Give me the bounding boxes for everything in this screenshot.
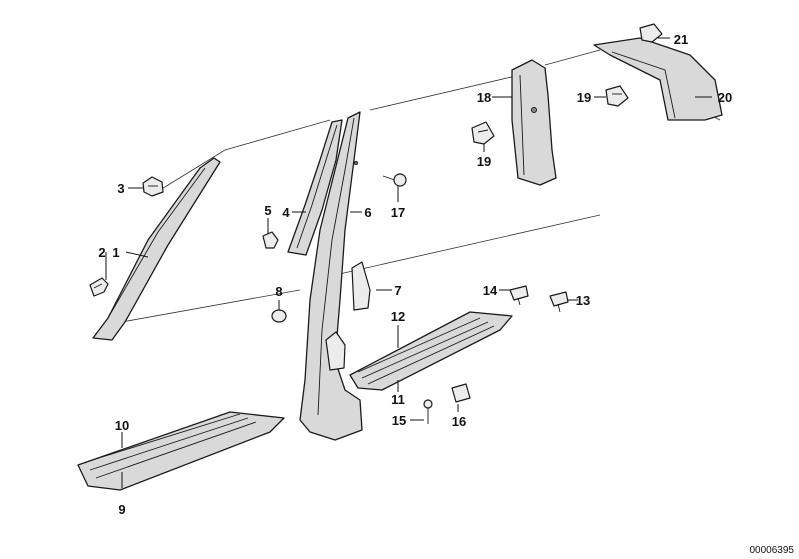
push-clip-part-14 — [509, 285, 529, 306]
callout-15: 15 — [392, 413, 406, 428]
callout-20: 20 — [718, 90, 732, 105]
screw-part-17 — [354, 161, 407, 187]
clip-part-8 — [271, 309, 287, 323]
document-id: 00006395 — [750, 545, 795, 556]
callout-3: 3 — [117, 181, 124, 196]
c-pillar-trim — [511, 59, 557, 186]
rear-sill-strip — [349, 311, 513, 391]
rear-pillar-trim — [593, 37, 723, 121]
callout-6: 6 — [364, 205, 371, 220]
clip-part-16 — [451, 383, 471, 403]
front-sill-strip — [77, 411, 285, 491]
callout-8: 8 — [275, 284, 282, 299]
callout-2: 2 — [98, 245, 105, 260]
callout-7: 7 — [394, 283, 401, 298]
clip-part-3 — [142, 176, 164, 197]
callout-labels: 1 2 3 4 5 6 7 8 9 10 11 12 13 14 15 16 1… — [98, 32, 732, 517]
clip-part-19-left — [471, 121, 495, 145]
callout-19-left: 19 — [477, 154, 491, 169]
callout-1: 1 — [112, 245, 119, 260]
callout-10: 10 — [115, 418, 129, 433]
callout-9: 9 — [118, 502, 125, 517]
callout-21: 21 — [674, 32, 688, 47]
a-pillar-trim — [92, 157, 221, 341]
callout-17: 17 — [391, 205, 405, 220]
callout-5: 5 — [264, 203, 271, 218]
callout-19-right: 19 — [577, 90, 591, 105]
leader-lines — [105, 37, 712, 488]
b-pillar-lower-trim — [299, 111, 363, 441]
callout-16: 16 — [452, 414, 466, 429]
callout-12: 12 — [391, 309, 405, 324]
push-clip-part-13 — [549, 291, 569, 313]
clip-part-5 — [262, 231, 279, 249]
callout-14: 14 — [483, 283, 498, 298]
screw-part-15 — [423, 399, 433, 424]
callout-13: 13 — [576, 293, 590, 308]
callout-4: 4 — [282, 205, 290, 220]
b-pillar-upper-trim — [287, 119, 343, 256]
clip-part-2 — [89, 277, 109, 297]
clip-part-21 — [639, 23, 663, 43]
bracket-part-7 — [351, 261, 371, 311]
callout-11: 11 — [391, 392, 405, 407]
callout-18: 18 — [477, 90, 491, 105]
clip-part-19-right — [605, 85, 629, 107]
